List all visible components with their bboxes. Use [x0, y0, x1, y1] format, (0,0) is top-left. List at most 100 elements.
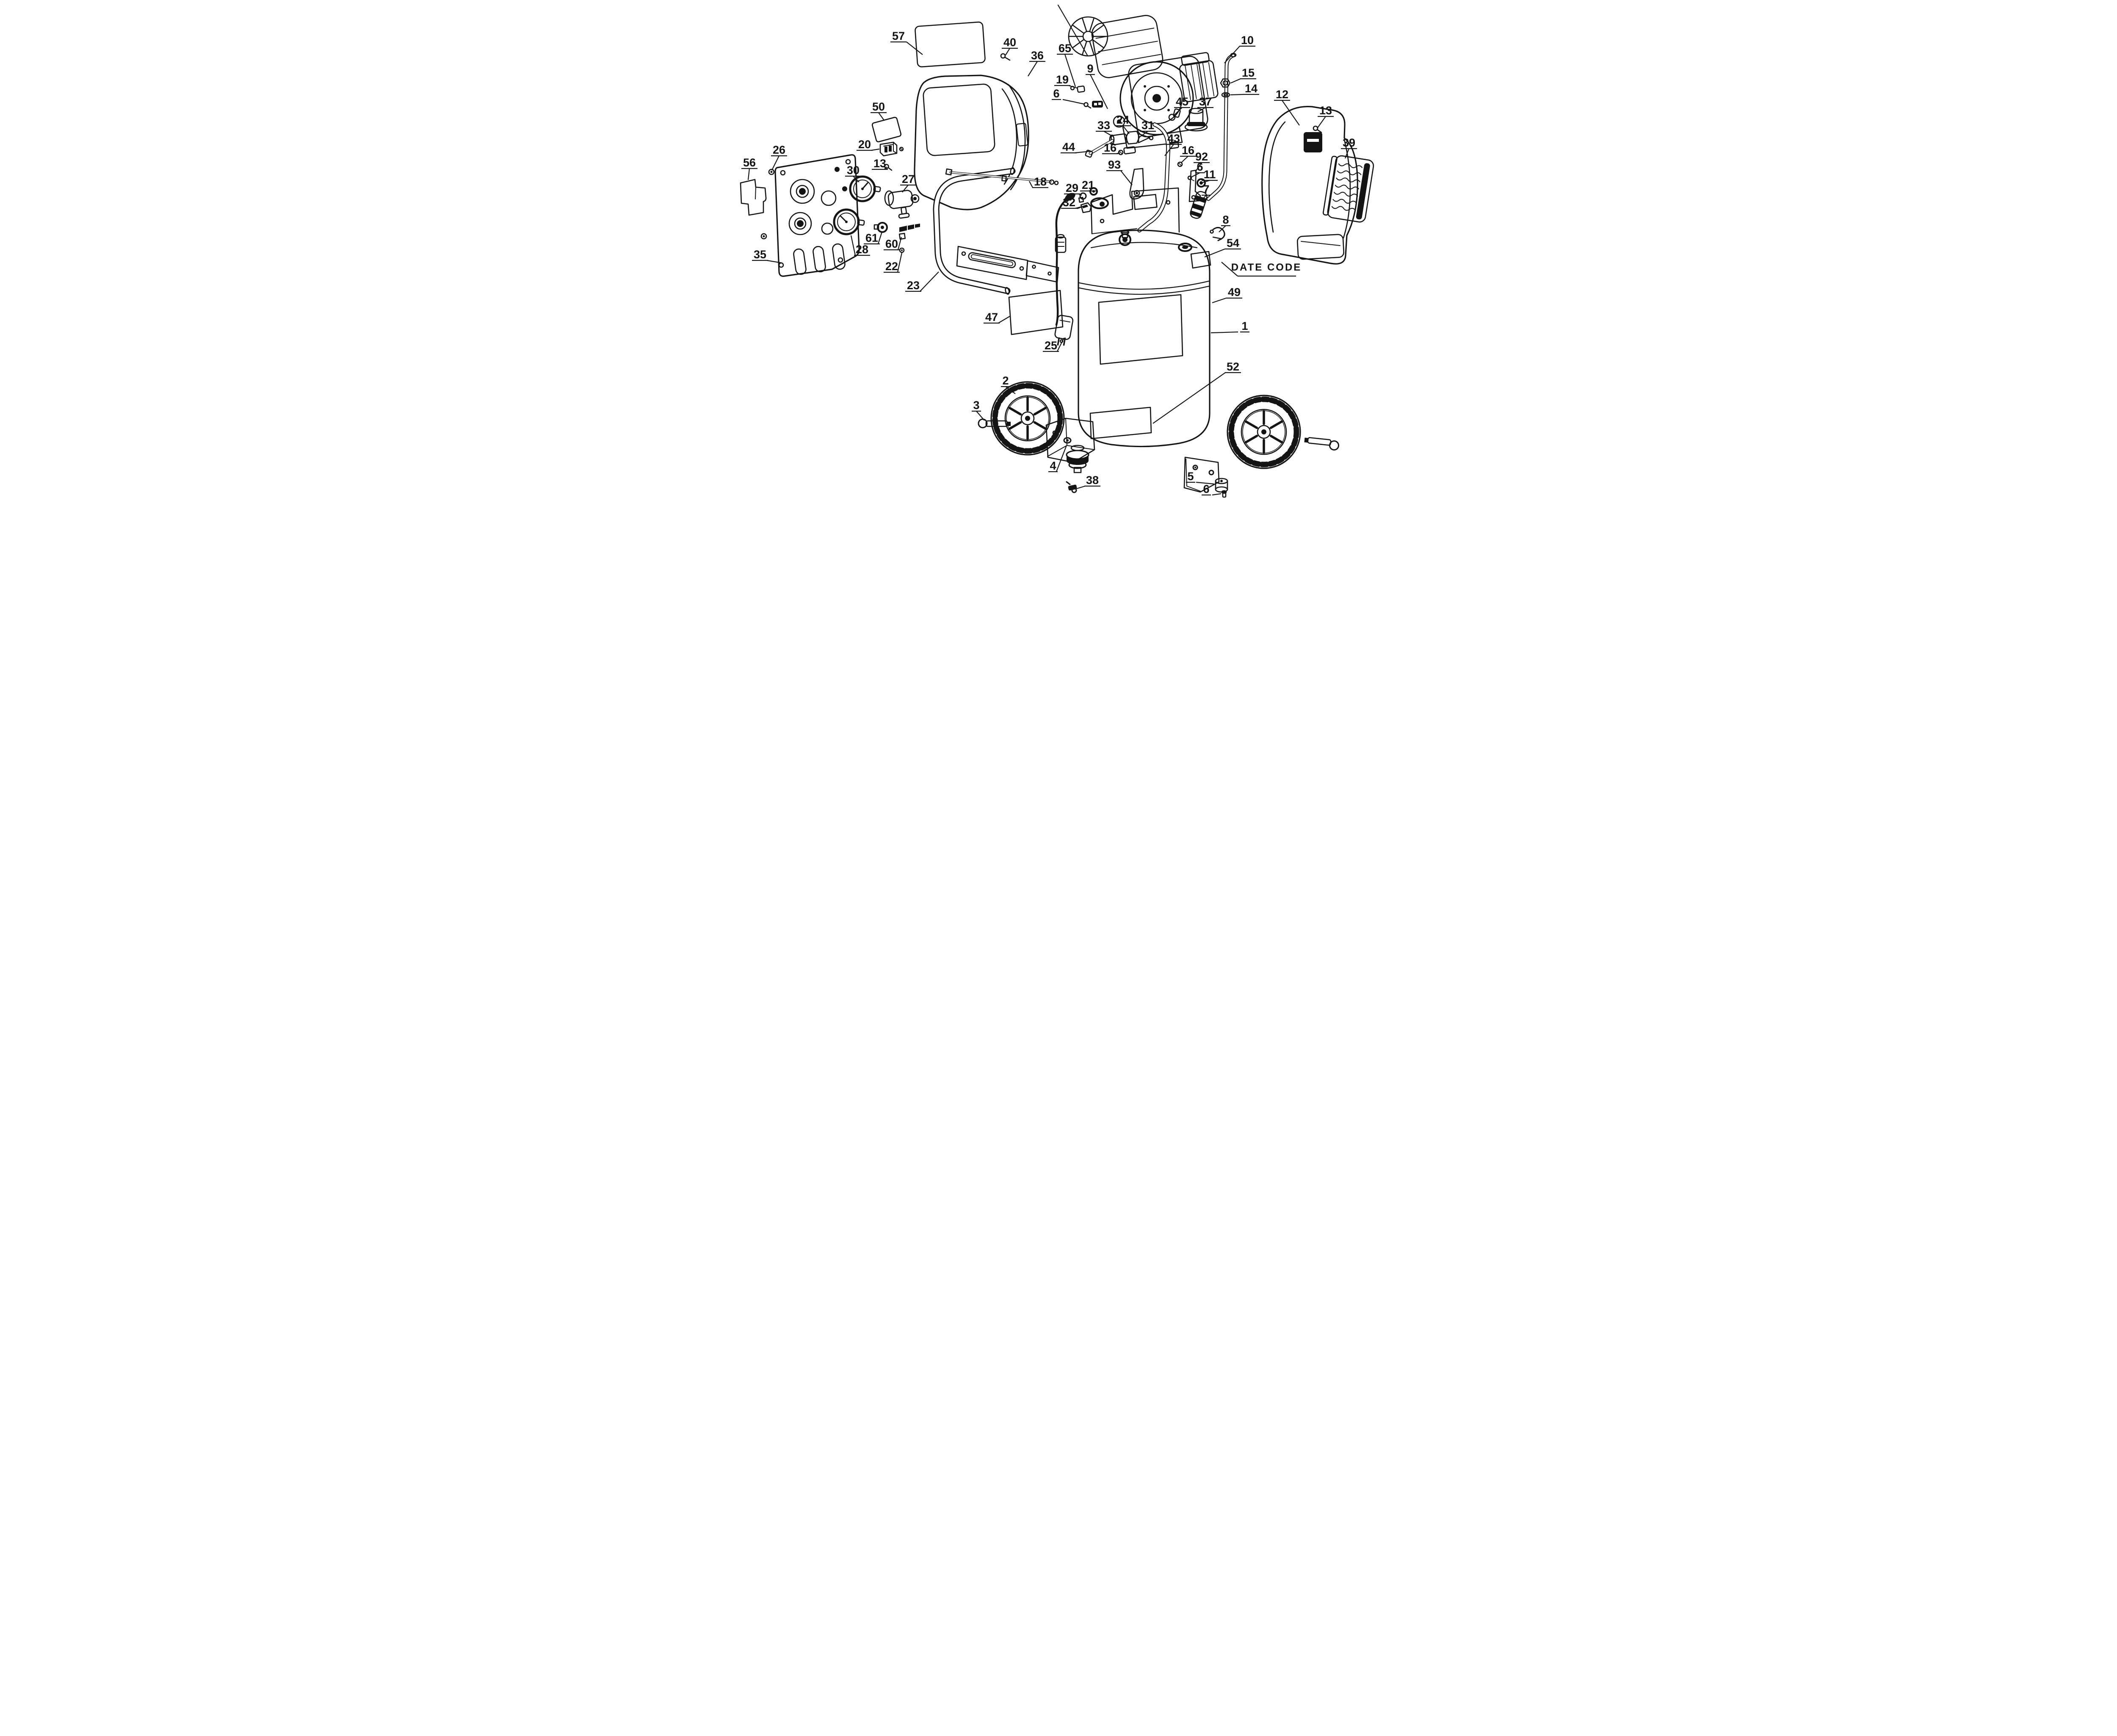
callout-40: 40 — [1002, 36, 1018, 55]
air-tank-1 — [1078, 229, 1211, 448]
callout-number: 31 — [1141, 119, 1154, 132]
tube-18 — [945, 168, 1059, 185]
leader-line — [878, 112, 884, 121]
leader-line — [1164, 144, 1174, 156]
leader-line — [1075, 150, 1092, 154]
callout-44: 44 — [1061, 141, 1092, 154]
leader-line — [1180, 156, 1188, 163]
leader-line — [871, 148, 880, 151]
callout-number: 38 — [1086, 474, 1099, 487]
callout-number: 6 — [1053, 87, 1059, 100]
elbow-32 — [1077, 202, 1092, 213]
callout-number: 40 — [1003, 36, 1016, 49]
leader-line — [920, 271, 939, 292]
callout-number: 56 — [743, 156, 756, 169]
callout-number: 20 — [858, 138, 871, 151]
nut-15 — [1220, 78, 1231, 88]
callout-number: 26 — [773, 144, 785, 156]
callout-number: 61 — [865, 232, 878, 244]
callout-24: 24 — [1115, 113, 1131, 134]
screw-6-bottom — [1221, 490, 1227, 498]
callout-number: 50 — [872, 100, 885, 113]
leader-line — [1120, 170, 1133, 185]
callout-number: 11 — [1204, 168, 1216, 181]
shroud-front-36 — [914, 75, 1029, 210]
spacer-5 — [1215, 478, 1228, 493]
callout-21: 21 — [1080, 179, 1096, 192]
callout-30: 30 — [845, 164, 861, 182]
leader-line — [1057, 337, 1064, 352]
callout-number: 5 — [1187, 470, 1194, 483]
leader-line — [1075, 206, 1081, 209]
annotation-text: DATE CODE — [1231, 262, 1302, 273]
callout-29: 29 — [1064, 182, 1082, 196]
handle-bracket — [1025, 260, 1059, 283]
callout-number: 16 — [1182, 144, 1194, 157]
shroud-rear-12 — [1261, 105, 1358, 265]
callout-number: 92 — [1195, 150, 1208, 163]
leader-line — [1174, 107, 1183, 116]
pressure-gauge-30 — [849, 175, 881, 202]
leader-line — [1076, 485, 1086, 489]
leader-line — [1028, 61, 1038, 77]
callout-number: 36 — [1031, 49, 1044, 62]
callout-20: 20 — [857, 138, 880, 151]
callout-number: 13 — [873, 157, 886, 170]
drain-valve-38 — [1066, 445, 1089, 493]
leg-bracket-4 — [1045, 417, 1095, 463]
callout-57: 57 — [890, 30, 923, 55]
callout-number: 47 — [985, 311, 998, 323]
leader-line — [1005, 386, 1016, 394]
callout-25: 25 — [1043, 337, 1064, 352]
callout-number: 32 — [1063, 196, 1075, 209]
callout-5: 5 — [1186, 470, 1214, 485]
leader-line — [1103, 131, 1113, 137]
callout-60: 60 — [884, 237, 902, 251]
callout-52: 52 — [1152, 360, 1241, 424]
leader-line — [906, 41, 923, 55]
callout-number: 9 — [1087, 62, 1093, 75]
callout-6: 6 — [1191, 160, 1205, 177]
flywheel — [1119, 61, 1194, 135]
leader-line — [1221, 262, 1238, 276]
leader-line — [1224, 46, 1240, 64]
callout-number: 4 — [1050, 459, 1056, 472]
callout-45: 45 — [1174, 95, 1190, 116]
callout-54: 54 — [1204, 237, 1241, 258]
pressure-gauge-28 — [833, 208, 865, 235]
screw-13-left — [884, 164, 893, 171]
tube-7 — [1190, 191, 1208, 219]
callout-number: 57 — [892, 30, 905, 42]
screw-6-motor — [1083, 101, 1103, 109]
callout-13: 13 — [1317, 104, 1334, 129]
callout-number: 6 — [1197, 160, 1203, 173]
callout-27: 27 — [900, 173, 916, 193]
leader-line — [1211, 331, 1238, 334]
callout-32: 32 — [1061, 196, 1081, 209]
leader-line — [766, 260, 782, 264]
leader-line — [771, 155, 779, 171]
exhaust-pipe-43 — [1137, 122, 1171, 232]
callout-49: 49 — [1212, 286, 1242, 304]
leader-line — [1230, 94, 1244, 96]
air-filter-39 — [1322, 155, 1374, 223]
leader-line — [1282, 100, 1300, 126]
callout-6: 6 — [1052, 87, 1085, 105]
motor-wire — [1057, 4, 1089, 57]
callout-1: 1 — [1211, 320, 1249, 334]
callout-number: 35 — [754, 248, 766, 261]
callout-number: 28 — [856, 243, 868, 256]
callout-93: 93 — [1106, 158, 1133, 185]
callout-number: 49 — [1228, 286, 1241, 299]
callout-6: 6 — [1202, 483, 1222, 496]
callout-number: 27 — [902, 173, 915, 185]
callout-number: 12 — [1276, 88, 1288, 101]
leader-line — [1078, 193, 1082, 196]
callout-10: 10 — [1224, 34, 1255, 64]
leader-line — [1090, 74, 1108, 109]
leader-line — [897, 237, 902, 250]
callout-15: 15 — [1230, 66, 1256, 84]
leader-line — [1068, 85, 1078, 89]
callout-number: 93 — [1108, 158, 1121, 171]
